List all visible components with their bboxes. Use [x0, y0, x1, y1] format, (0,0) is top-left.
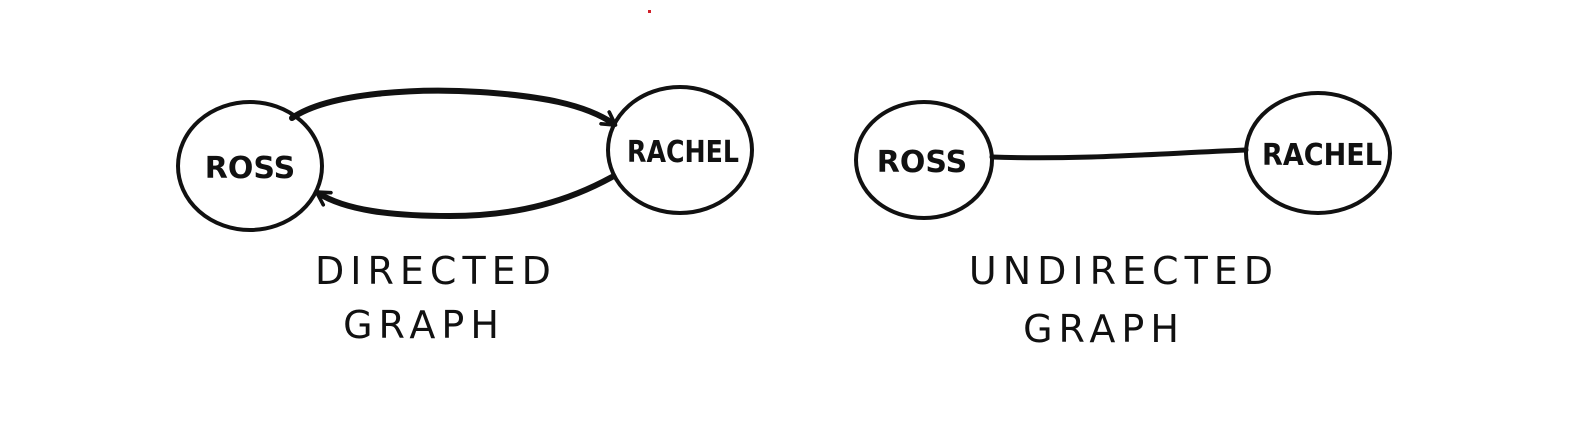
directed-node-rachel: RACHEL [606, 85, 754, 215]
node-label: ROSS [205, 151, 295, 186]
node-circle [854, 100, 994, 220]
node-label: ROSS [877, 145, 967, 180]
undirected-node-ross: ROSS [854, 100, 994, 220]
directed-graph: ROSS RACHEL DIRECTED GRAPH [176, 85, 754, 347]
node-circle [606, 85, 754, 215]
node-label: RACHEL [627, 135, 739, 170]
directed-edge-rachel-to-ross [314, 174, 615, 219]
directed-caption-line2: GRAPH [343, 303, 505, 347]
undirected-caption-line1: UNDIRECTED [969, 249, 1279, 293]
directed-edge-ross-to-rachel [289, 87, 618, 127]
undirected-edge [989, 147, 1249, 161]
red-speck [648, 10, 651, 13]
undirected-node-rachel: RACHEL [1244, 91, 1392, 215]
undirected-caption-line2: GRAPH [1023, 307, 1185, 351]
directed-node-ross: ROSS [176, 100, 324, 232]
directed-caption-line1: DIRECTED [315, 249, 557, 293]
undirected-graph: ROSS RACHEL UNDIRECTED GRAPH [854, 91, 1392, 351]
node-label: RACHEL [1262, 138, 1382, 173]
node-circle [176, 100, 324, 232]
node-circle [1244, 91, 1392, 215]
